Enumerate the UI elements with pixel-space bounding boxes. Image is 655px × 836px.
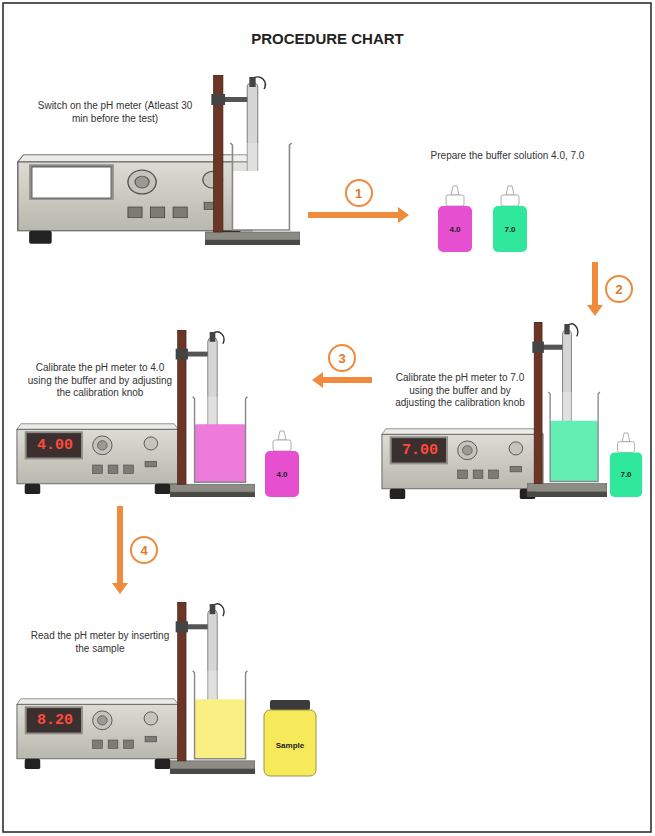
step-group: Calibrate the pH meter to 7.0 using the … xyxy=(378,322,648,502)
callout-number: 2 xyxy=(605,275,633,303)
step-caption: Prepare the buffer solution 4.0, 7.0 xyxy=(420,150,595,163)
ph-meter xyxy=(17,424,178,494)
chart-title: PROCEDURE CHART xyxy=(0,30,655,47)
step-caption: Read the pH meter by inserting the sampl… xyxy=(30,630,170,655)
bottle-label: 7.0 xyxy=(607,467,645,481)
buffer-bottle xyxy=(610,433,642,497)
electrode-stand xyxy=(205,75,300,245)
bottle-label: 4.0 xyxy=(262,467,302,481)
meter-display xyxy=(32,167,111,198)
ph-meter xyxy=(382,429,543,499)
callout-number: 1 xyxy=(345,179,373,207)
bottle-label: 4.0 xyxy=(435,222,475,236)
display-reading: 8.20 xyxy=(27,708,83,732)
step-caption: Switch on the pH meter (Atleast 30 min b… xyxy=(30,100,200,125)
electrode-stand xyxy=(527,322,607,497)
ph-meter xyxy=(17,699,178,769)
step-arrow xyxy=(308,207,409,223)
frame xyxy=(3,3,651,832)
step-group: Read the pH meter by inserting the sampl… xyxy=(10,600,322,780)
step-arrow xyxy=(587,262,603,316)
step-arrow xyxy=(312,372,372,388)
electrode-stand xyxy=(170,330,255,497)
callout-number: 4 xyxy=(130,536,158,564)
display-reading: 7.00 xyxy=(392,438,448,462)
callout-number: 3 xyxy=(328,344,356,372)
buffer-bottle xyxy=(493,186,527,252)
sample-jar xyxy=(264,700,316,776)
buffer-bottle xyxy=(265,431,299,497)
bottle-label: 7.0 xyxy=(490,222,530,236)
step-group: Prepare the buffer solution 4.0, 7.0 xyxy=(415,140,603,256)
step-group: Calibrate the pH meter to 4.0 using the … xyxy=(10,330,306,500)
step-arrow xyxy=(112,506,128,594)
buffer-bottle xyxy=(438,186,472,252)
step-caption: Calibrate the pH meter to 4.0 using the … xyxy=(25,362,175,400)
step-group: Switch on the pH meter (Atleast 30 min b… xyxy=(10,70,302,248)
display-reading: 4.00 xyxy=(27,433,83,457)
jar-label: Sample xyxy=(264,738,316,752)
step-caption: Calibrate the pH meter to 7.0 using the … xyxy=(390,372,530,410)
electrode-stand xyxy=(170,602,255,774)
